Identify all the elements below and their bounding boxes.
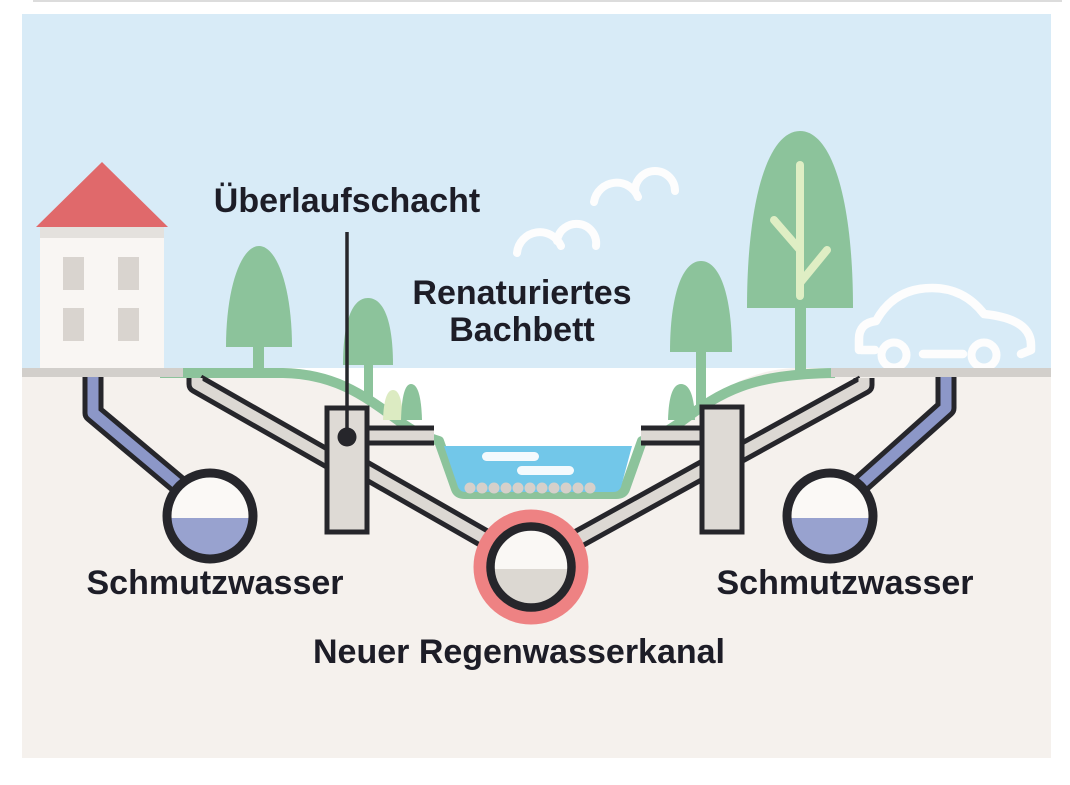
sewage-pipe-right: [839, 377, 952, 505]
label-renatured-streambed: Renaturiertes Bachbett: [412, 275, 631, 349]
tree-canopy: [670, 261, 732, 352]
car-wheel: [967, 338, 1001, 372]
car-icon: [854, 283, 1036, 372]
pebble: [572, 482, 584, 494]
branch: [796, 246, 831, 287]
sewage-chamber-right: [782, 468, 878, 564]
pebble: [500, 482, 512, 494]
green-bush: [668, 384, 695, 420]
street-pipe-right: [732, 378, 870, 461]
tree-trunk: [253, 340, 264, 376]
house-wall: [40, 238, 164, 368]
window: [118, 257, 139, 290]
label-sewage-right: Schmutzwasser: [716, 564, 974, 602]
overflow-arm-left: [360, 426, 434, 445]
overflow-arms: [360, 425, 707, 446]
overflow-shaft-pointer: [337, 232, 357, 447]
road-strip-right: [831, 368, 1051, 377]
green-bush: [401, 384, 422, 420]
sewage-pipe-left: [87, 377, 203, 507]
stream-pebbles: [464, 482, 596, 494]
street-pipe-left: [191, 378, 337, 467]
pebble: [464, 482, 476, 494]
canal-red-ring: [473, 509, 589, 625]
branch: [770, 216, 804, 254]
trees: [226, 131, 853, 405]
label-overflow-shaft: Überlaufschacht: [213, 182, 481, 220]
pebble: [560, 482, 572, 494]
light-bush: [383, 390, 403, 420]
pebble: [512, 482, 524, 494]
house-eave: [40, 227, 164, 238]
window: [63, 257, 84, 290]
label-new-rain-canal: Neuer Regenwasserkanal: [313, 633, 725, 671]
grass-bank: [160, 368, 836, 499]
chamber-ring: [782, 468, 878, 564]
pebble: [536, 482, 548, 494]
house: [36, 162, 168, 368]
house-roof: [36, 162, 168, 227]
chamber-ring: [162, 468, 258, 564]
house-windows: [63, 257, 139, 341]
cloud-arc: [631, 167, 679, 195]
cloud-arc: [553, 219, 601, 250]
pipes: [82, 373, 957, 575]
rainwater-canal: [473, 509, 589, 625]
overflow-arm-right: [641, 426, 707, 445]
stream: [444, 446, 632, 494]
tree-canopy: [226, 246, 292, 347]
overflow-arm-left-edges: [360, 425, 434, 446]
pebble: [524, 482, 536, 494]
car-wheel: [877, 338, 911, 372]
overflow-arm-right-edges: [641, 425, 707, 446]
tree-trunk: [795, 300, 806, 373]
pebble: [584, 482, 596, 494]
window: [118, 308, 139, 341]
tree-small-center: [343, 298, 393, 398]
label-sewage-left: Schmutzwasser: [86, 564, 344, 602]
canal-black-ring: [486, 522, 576, 612]
pebble: [476, 482, 488, 494]
pointer-dot: [337, 427, 357, 447]
window: [63, 308, 84, 341]
car-body: [854, 283, 1036, 359]
tree-trunk: [696, 345, 706, 405]
pebble: [548, 482, 560, 494]
sewage-chamber-left: [162, 468, 258, 564]
tree-branches: [770, 161, 831, 300]
tree-canopy: [343, 298, 393, 365]
cloud-icons: [513, 167, 679, 257]
label-renatured-line1: Renaturiertes: [412, 274, 632, 312]
tree-trunk: [364, 358, 373, 398]
tree-mid-right: [670, 261, 732, 405]
canal-lower-half: [494, 569, 568, 604]
water-ripple: [482, 452, 539, 461]
bushes: [383, 384, 695, 420]
tree-large-right: [747, 131, 853, 373]
shaft-right: [699, 404, 745, 535]
pebble: [488, 482, 500, 494]
road-strip-left: [22, 368, 183, 377]
top-border-line: [33, 0, 1062, 2]
water-ripple: [517, 466, 574, 475]
tree-left: [226, 246, 292, 376]
label-renatured-line2: Bachbett: [449, 311, 595, 349]
